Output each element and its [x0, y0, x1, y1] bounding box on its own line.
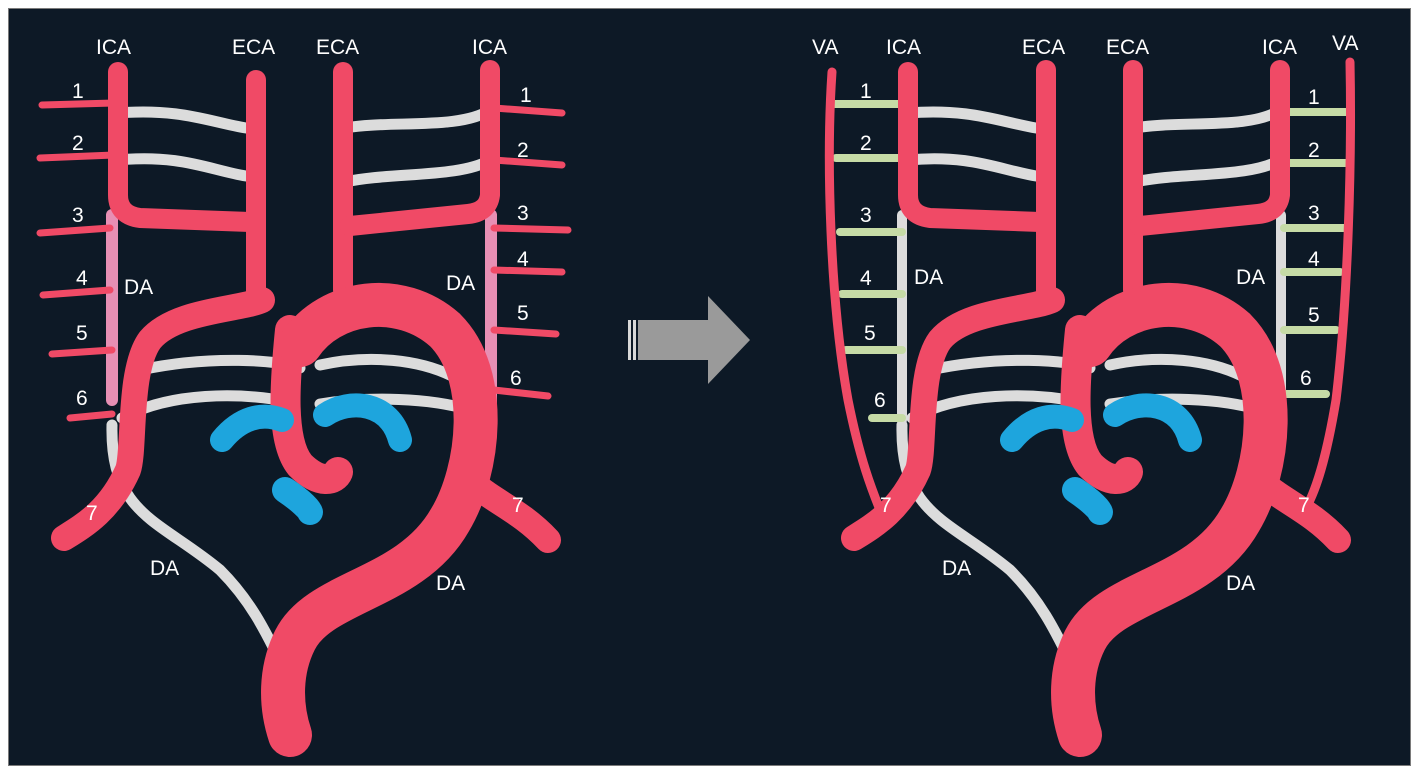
segment-number: 6: [76, 387, 88, 410]
segment-number: 4: [76, 267, 88, 290]
segment-number: 6: [1300, 367, 1312, 390]
aortic-arches: [841, 282, 1351, 757]
transition-arrow: [628, 296, 750, 384]
segment-number: 2: [1308, 139, 1320, 162]
label-ica-right: ICA: [1262, 36, 1297, 59]
segment-number: 2: [72, 132, 84, 155]
segment-number: 3: [72, 204, 84, 227]
label-arch-7: 7: [86, 502, 98, 525]
label-arch-7: 7: [512, 494, 524, 517]
segment-number: 1: [72, 80, 84, 103]
segment-number: 2: [860, 132, 872, 155]
panel-embryonic-labels: ICA ECA ECA ICA 1 2 3 4 5 6 1 2 3 4 5 6 …: [72, 36, 532, 595]
label-da: DA: [124, 276, 153, 299]
panel-mature: VA ICA ECA ECA ICA VA 1 2 3 4 5 6 1 2 3 …: [812, 32, 1358, 757]
label-eca-right: ECA: [1106, 36, 1149, 59]
label-da: DA: [1236, 266, 1265, 289]
panel-mature-labels: VA ICA ECA ECA ICA VA 1 2 3 4 5 6 1 2 3 …: [812, 32, 1358, 595]
segment-number: 1: [860, 80, 872, 103]
label-da: DA: [914, 266, 943, 289]
pulmonary-arteries: [1000, 393, 1202, 525]
segment-number: 4: [1308, 248, 1320, 271]
label-da: DA: [436, 572, 465, 595]
diagram-frame: [8, 8, 1411, 766]
aortic-arches: [51, 282, 561, 757]
segment-number: 6: [510, 367, 522, 390]
segment-number: 5: [517, 302, 529, 325]
label-arch-7: 7: [880, 494, 892, 517]
label-arch-7: 7: [1298, 494, 1310, 517]
segment-number: 4: [860, 267, 872, 290]
label-eca-right: ECA: [316, 36, 359, 59]
intersegmental-arteries: [36, 99, 572, 422]
carotid-arteries: [898, 60, 1290, 310]
panel-embryonic: ICA ECA ECA ICA 1 2 3 4 5 6 1 2 3 4 5 6 …: [36, 36, 572, 757]
label-va-right: VA: [1332, 32, 1358, 55]
segmental-arteries: [831, 100, 1352, 422]
segment-number: 1: [520, 84, 532, 107]
label-da: DA: [942, 557, 971, 580]
segment-number: 3: [860, 204, 872, 227]
segment-number: 5: [1308, 304, 1320, 327]
pulmonary-arteries: [210, 393, 412, 525]
label-da: DA: [150, 557, 179, 580]
label-va-left: VA: [812, 36, 838, 59]
label-ica-left: ICA: [96, 36, 131, 59]
segment-number: 5: [76, 322, 88, 345]
segment-number: 6: [874, 389, 886, 412]
label-ica-right: ICA: [472, 36, 507, 59]
segment-number: 1: [1308, 86, 1320, 109]
carotid-arteries: [108, 60, 500, 310]
segment-number: 4: [517, 248, 529, 271]
label-da: DA: [1226, 572, 1255, 595]
segment-number: 2: [517, 139, 529, 162]
regressed-vessels: [896, 104, 1286, 671]
label-da: DA: [446, 272, 475, 295]
label-ica-left: ICA: [886, 36, 921, 59]
vertebral-arteries: [824, 57, 1355, 515]
segment-number: 3: [1308, 202, 1320, 225]
regressed-vessels: [106, 104, 496, 671]
segment-number: 3: [517, 202, 529, 225]
label-eca-left: ECA: [232, 36, 275, 59]
segment-number: 5: [864, 322, 876, 345]
label-eca-left: ECA: [1022, 36, 1065, 59]
